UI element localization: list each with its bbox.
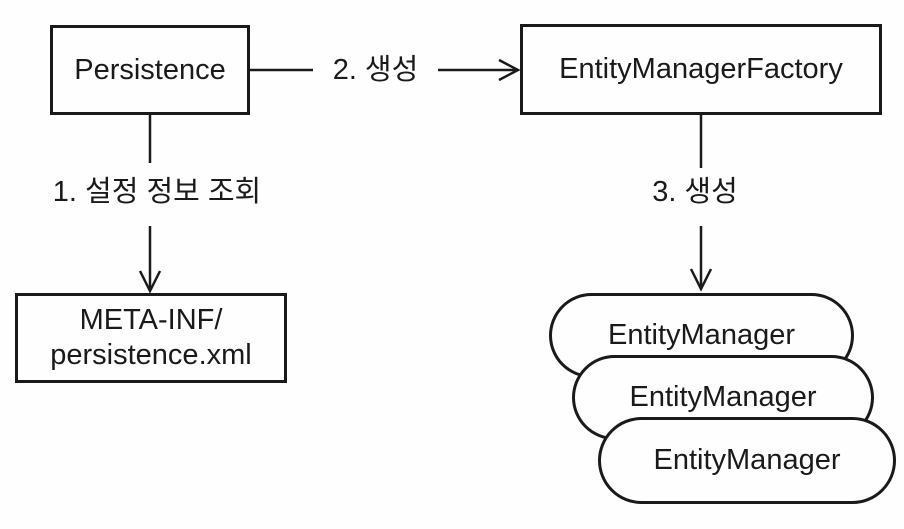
step1-arrowhead-icon — [138, 270, 162, 294]
metainf-persistence-xml-box: META-INF/ persistence.xml — [15, 293, 287, 383]
entitymanager-label: EntityManager — [629, 381, 817, 413]
entitymanagerfactory-label: EntityManagerFactory — [559, 53, 843, 85]
metainf-label-line1: META-INF/ — [79, 304, 223, 336]
persistence-box: Persistence — [50, 25, 250, 115]
step3-arrowhead-icon — [689, 268, 713, 292]
entitymanager-label: EntityManager — [653, 444, 841, 476]
step1-edge-label: 1. 설정 정보 조회 — [52, 176, 262, 208]
entitymanager-pill-3: EntityManager — [598, 417, 896, 504]
persistence-label: Persistence — [74, 53, 226, 86]
metainf-label-line2: persistence.xml — [50, 339, 252, 371]
step2-edge-label: 2. 생성 — [332, 54, 419, 86]
metainf-label: META-INF/ persistence.xml — [50, 303, 251, 373]
entitymanager-label: EntityManager — [608, 319, 795, 351]
step2-arrowhead-icon — [498, 58, 521, 82]
entitymanagerfactory-box: EntityManagerFactory — [520, 24, 882, 115]
step3-edge-label: 3. 생성 — [652, 176, 738, 208]
